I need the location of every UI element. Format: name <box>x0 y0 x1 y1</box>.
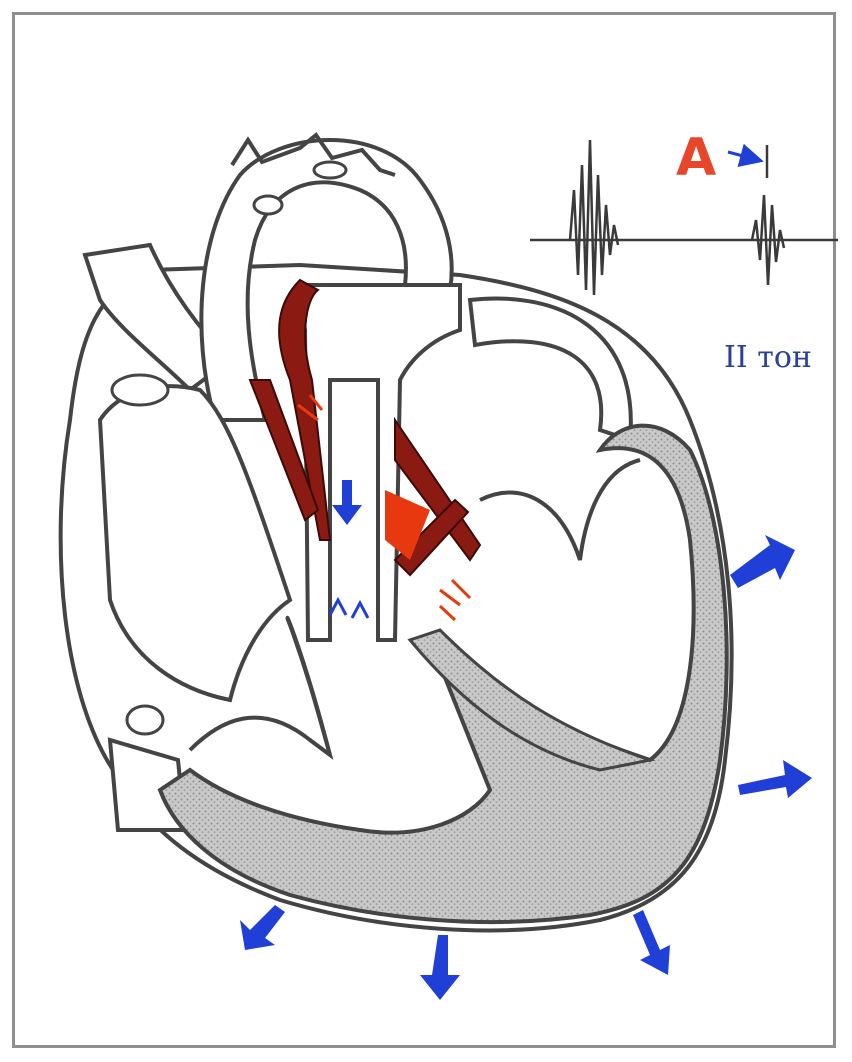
outward-arrow-icon <box>633 910 670 975</box>
a-marker-arrow <box>728 152 758 160</box>
outward-arrow-icon <box>240 905 285 950</box>
outward-arrow-icon <box>738 760 812 798</box>
ivc-opening <box>127 706 163 734</box>
coronary-opening <box>112 375 168 405</box>
arch-opening <box>254 196 282 214</box>
outward-arrow-icon <box>730 535 795 588</box>
outward-arrow-icon <box>420 935 460 1000</box>
arch-opening-2 <box>314 162 346 178</box>
second-heart-sound-label: II тон <box>724 340 812 375</box>
a-label: A <box>676 128 717 188</box>
